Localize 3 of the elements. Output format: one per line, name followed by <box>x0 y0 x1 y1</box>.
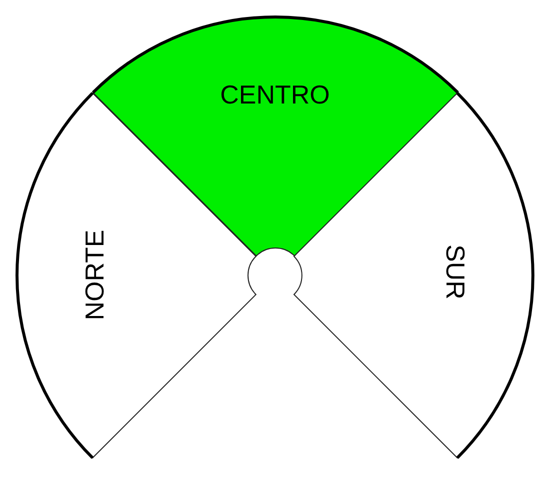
zone-label: CENTRO <box>220 80 330 110</box>
zone-label: SUR <box>440 244 470 300</box>
zone-label: NORTE <box>80 230 110 320</box>
